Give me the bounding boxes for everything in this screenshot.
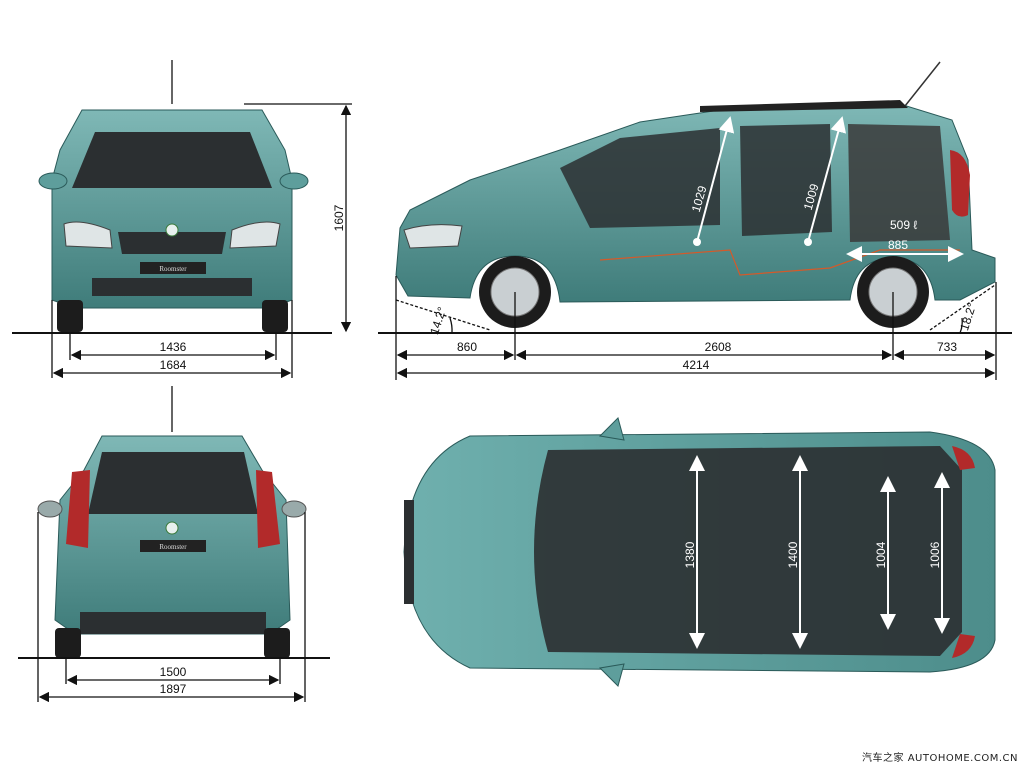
roof-rail [700, 100, 908, 112]
front-right-tire [262, 300, 288, 332]
rear-right-taillight [256, 470, 280, 548]
rear-right-tire [264, 628, 290, 658]
side-antenna [904, 61, 941, 107]
left-mirror [38, 172, 68, 190]
cargo-width-b-label: 1006 [928, 541, 942, 568]
rear-left-mirror [37, 500, 63, 518]
left-headlight [63, 221, 113, 249]
cargo-length-label: 885 [888, 238, 908, 252]
front-cabin-glass [560, 128, 720, 228]
height-label: 1607 [332, 204, 346, 231]
windshield [72, 132, 272, 188]
rear-badge-text: Roomster [159, 543, 187, 551]
front-plate-text: Roomster [159, 265, 187, 273]
rear-window [88, 452, 258, 514]
front-track-label: 1436 [160, 340, 187, 354]
side-headlight [403, 224, 463, 249]
brand-logo [165, 223, 179, 237]
top-grille [404, 500, 414, 604]
top-right-taillight [952, 634, 975, 658]
rear-left-tire [55, 628, 81, 658]
approach-angle-label: 14.2° [427, 305, 449, 336]
length-label: 4214 [683, 358, 710, 372]
departure-angle-line [929, 284, 996, 331]
front-headroom-dimension [696, 116, 735, 243]
front-shoulder-label: 1380 [683, 541, 697, 568]
cargo-area [848, 124, 950, 242]
front-overhang-label: 860 [457, 340, 477, 354]
right-mirror [279, 172, 309, 190]
rear-bumper [80, 612, 266, 634]
rear-cabin-glass [740, 124, 832, 236]
front-view: Roomster 1607 1436 1684 [12, 60, 352, 379]
top-view: 1380 1400 1004 1006 [403, 417, 996, 687]
cargo-width-a-label: 1004 [874, 541, 888, 568]
rear-logo [165, 521, 179, 535]
watermark: 汽车之家 AUTOHOME.COM.CN [862, 753, 1018, 764]
top-interior [534, 446, 962, 656]
top-left-taillight [952, 446, 975, 470]
tail-light [950, 150, 970, 217]
rear-view: Roomster 1500 1897 [18, 386, 330, 703]
rear-overhang-label: 733 [937, 340, 957, 354]
front-left-tire [57, 300, 83, 332]
grille [118, 232, 226, 254]
width-label: 1684 [160, 358, 187, 372]
rear-right-mirror [281, 500, 307, 518]
right-headlight [229, 221, 281, 249]
width-mirrors-label: 1897 [160, 682, 187, 696]
wheelbase-label: 2608 [705, 340, 732, 354]
side-view: 1029 1009 509 ℓ 885 14.2° 18.2° 860 2608… [378, 61, 1012, 380]
rear-plate [140, 540, 206, 552]
top-right-mirror [598, 663, 625, 687]
top-left-mirror [598, 417, 625, 441]
rear-left-taillight [66, 470, 90, 548]
rear-track-label: 1500 [160, 665, 187, 679]
cargo-volume-label: 509 ℓ [890, 218, 917, 232]
lower-grille [92, 278, 252, 296]
departure-angle-label: 18.2° [957, 301, 979, 332]
front-plate [140, 262, 206, 274]
rear-headroom-dimension [807, 116, 847, 243]
rear-shoulder-label: 1400 [786, 541, 800, 568]
approach-angle-line [395, 299, 491, 331]
